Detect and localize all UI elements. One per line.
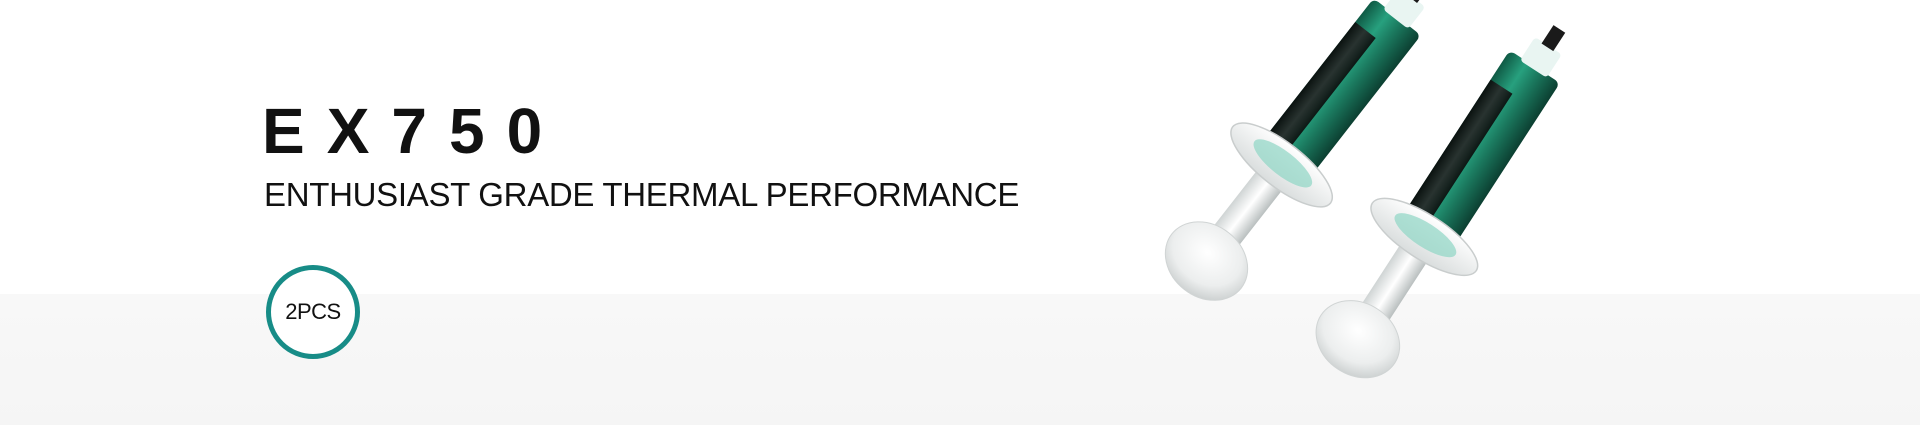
product-subtitle: ENTHUSIAST GRADE THERMAL PERFORMANCE (264, 176, 1020, 213)
quantity-badge: 2PCS (266, 265, 360, 359)
quantity-badge-label: 2PCS (285, 299, 341, 324)
product-title: EX750 (262, 95, 565, 167)
thermal-paste-syringe-icon (1164, 0, 1566, 379)
